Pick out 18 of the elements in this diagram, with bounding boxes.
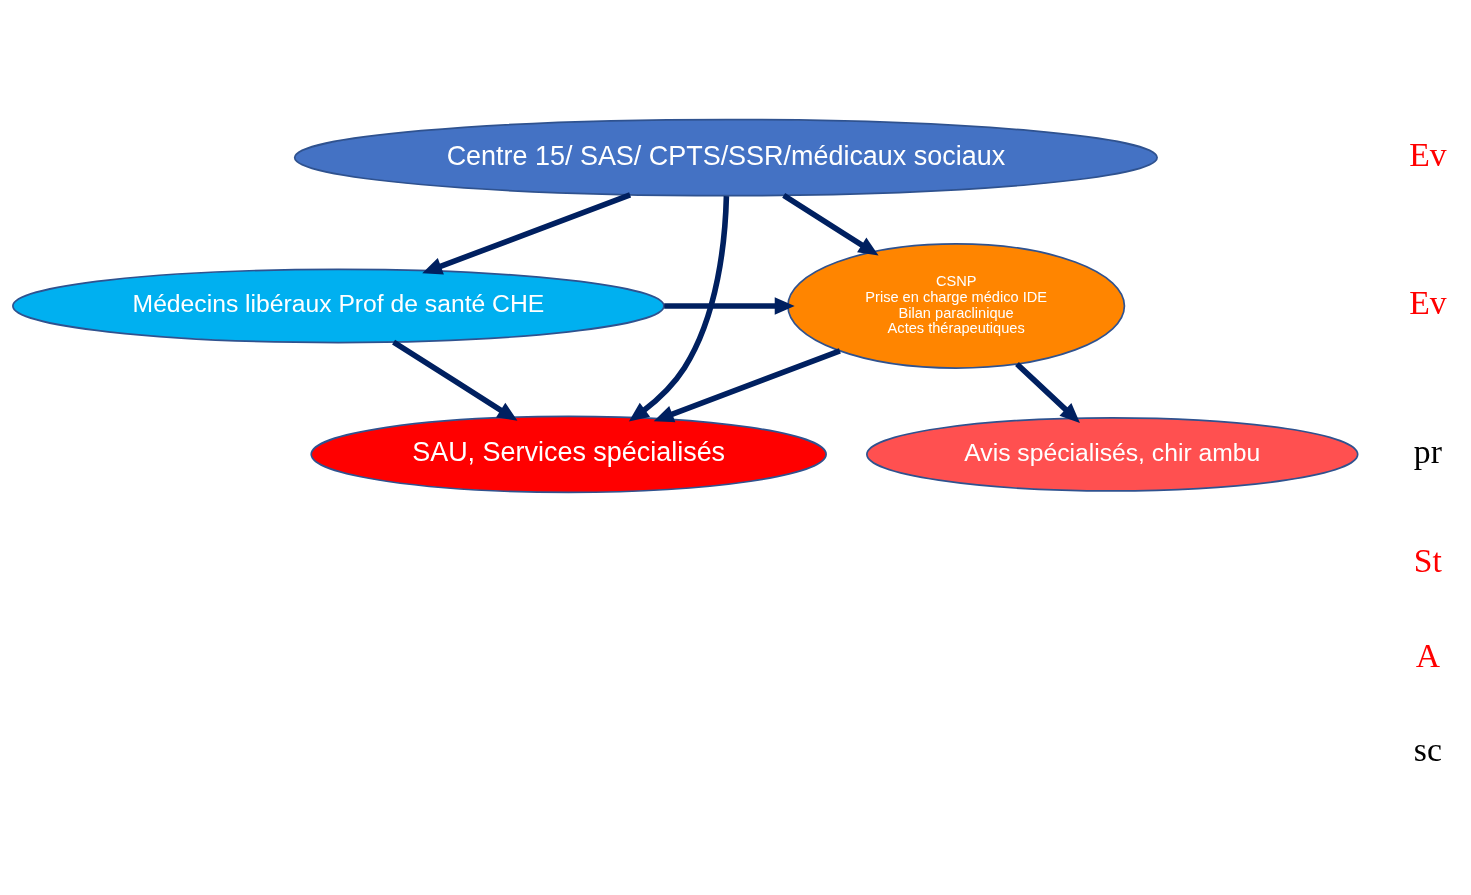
node-ellipse: CSNP Prise en charge médico IDE Bilan paraclinique Actes thérapeutiques <box>787 243 1126 369</box>
node-ellipse: Avis spécialisés, chir ambu <box>866 416 1359 492</box>
label: sc <box>1413 730 1442 768</box>
label: Ev <box>1409 284 1447 322</box>
arrow <box>664 297 795 315</box>
arrow <box>782 193 879 256</box>
node-ellipse: Centre 15/ SAS/ CPTS/SSR/médicaux sociaux <box>293 118 1158 197</box>
label: A <box>1415 636 1441 674</box>
node-ellipse: Médecins libéraux Prof de santé CHE <box>12 268 665 344</box>
arrow <box>628 196 730 422</box>
arrow <box>422 192 632 275</box>
arrow <box>392 339 518 421</box>
label: St <box>1413 542 1442 580</box>
arrow <box>1015 361 1080 423</box>
label: pr <box>1413 432 1442 470</box>
label: Ev <box>1409 136 1447 174</box>
arrow <box>653 348 841 423</box>
node-ellipse: SAU, Services spécialisés <box>310 415 827 494</box>
